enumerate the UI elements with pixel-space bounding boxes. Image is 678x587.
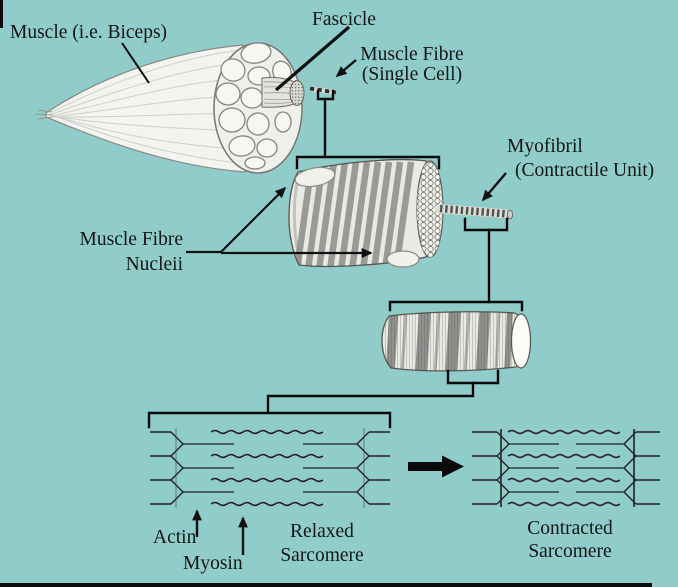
- contraction-arrow: [408, 455, 464, 478]
- tendon-tip: [34, 109, 53, 120]
- bracket-over-myofibril-cylinder: [388, 300, 524, 312]
- right-z-zigzag: [356, 431, 370, 505]
- relaxed-sarcomere-label: Relaxed Sarcomere: [280, 521, 364, 566]
- myofibril-strand: [434, 204, 514, 220]
- bracket-myofibril-small: [463, 217, 509, 232]
- left-z-zigzag: [170, 431, 184, 505]
- relaxed-sarcomere-diagram: [150, 428, 390, 508]
- single-muscle-fibre-strand: [309, 86, 337, 95]
- scan-edge-top: [0, 0, 3, 28]
- fascicle-label: Fascicle: [312, 9, 376, 30]
- fascicle-cylinder: [261, 77, 305, 108]
- muscle-fibre-arrow: [335, 59, 357, 78]
- muscle-fibre-label: Muscle Fibre (Single Cell): [360, 44, 464, 85]
- nuclei-arrow-top: [220, 186, 287, 253]
- actin-label: Actin: [153, 527, 197, 548]
- myofibril-cylinder: [381, 311, 532, 372]
- myosin-label: Myosin: [183, 553, 243, 574]
- scan-edge-bottom: [0, 583, 652, 587]
- bracket-stem-3: [266, 381, 475, 414]
- muscle-illustration: [34, 42, 337, 174]
- pointer-lines: [121, 25, 507, 555]
- fascicle-pointer-line: [274, 25, 351, 92]
- nucleus-bump-bottom: [386, 250, 420, 268]
- muscle-pointer-line: [121, 42, 150, 84]
- actin-filaments: [509, 443, 624, 493]
- contracted-sarcomere-diagram: [472, 429, 660, 507]
- nucleus-bump-top: [294, 166, 336, 188]
- myofibril-label-line1: Myofibril: [507, 136, 583, 157]
- myofibril-arrow: [481, 172, 507, 202]
- hierarchy-brackets: [147, 89, 524, 429]
- left-z-zigzag: [496, 431, 510, 505]
- right-membrane-stubs: [636, 431, 660, 505]
- muscle-fibre-cylinder: [288, 158, 444, 268]
- left-membrane-stubs: [472, 431, 497, 505]
- contracted-sarcomere-label: Contracted Sarcomere: [527, 518, 613, 562]
- left-membrane-stubs: [150, 431, 171, 505]
- bracket-under-myofibril-cylinder: [446, 369, 500, 385]
- actin-filaments: [183, 443, 357, 493]
- muscle-label: Muscle (i.e. Biceps): [10, 22, 168, 43]
- bracket-over-fibre-cylinder: [295, 155, 441, 170]
- right-membrane-stubs: [369, 431, 390, 505]
- bracket-over-relaxed-sarcomere: [147, 411, 392, 429]
- myofibril-label-line2: (Contractile Unit): [515, 160, 655, 181]
- muscle-fiber-texture: [49, 49, 253, 164]
- nuclei-label: Muscle Fibre Nucleii: [79, 229, 183, 275]
- sarcomere-bands: [383, 311, 526, 371]
